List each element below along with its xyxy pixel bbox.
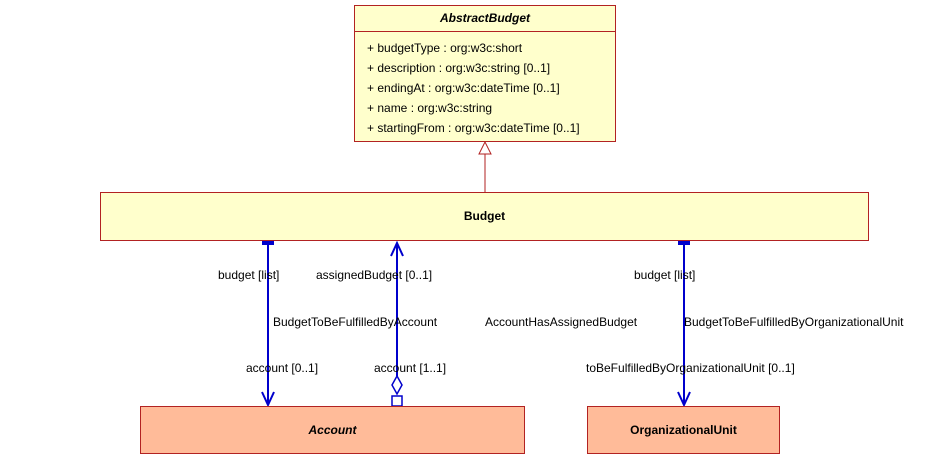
class-name-budget: Budget xyxy=(463,209,506,223)
class-name-account: Account xyxy=(308,423,357,437)
role-label-budget-list-account: budget [list] xyxy=(218,268,280,282)
attribute-name: + name : org:w3c:string xyxy=(367,101,493,115)
association-name-budget-account: BudgetToBeFulfilledByAccount xyxy=(273,315,438,329)
attribute-starting-from: + startingFrom : org:w3c:dateTime [0..1] xyxy=(367,121,580,135)
attribute-description: + description : org:w3c:string [0..1] xyxy=(367,61,551,75)
class-name-abstract-budget: AbstractBudget xyxy=(355,6,615,32)
role-label-account-optional: account [0..1] xyxy=(246,361,319,375)
association-name-budget-orgunit: BudgetToBeFulfilledByOrganizationalUnit xyxy=(684,315,904,329)
association-name-account-assigned-budget: AccountHasAssignedBudget xyxy=(485,315,638,329)
attribute-budget-type: + budgetType : org:w3c:short xyxy=(367,41,523,55)
role-label-budget-list-orgunit: budget [list] xyxy=(634,268,696,282)
association-account-assignedbudget xyxy=(390,240,404,407)
association-budget-orgunit xyxy=(677,240,691,408)
association-budget-account xyxy=(261,240,275,408)
class-name-organizational-unit: OrganizationalUnit xyxy=(630,423,737,437)
class-abstract-budget[interactable]: AbstractBudget + budgetType : org:w3c:sh… xyxy=(354,5,616,142)
class-organizational-unit[interactable]: OrganizationalUnit xyxy=(587,406,780,454)
role-label-account-required: account [1..1] xyxy=(374,361,447,375)
class-budget[interactable]: Budget xyxy=(100,192,869,241)
attribute-ending-at: + endingAt : org:w3c:dateTime [0..1] xyxy=(367,81,560,95)
role-label-assigned-budget: assignedBudget [0..1] xyxy=(316,268,433,282)
role-label-to-be-fulfilled-by-orgunit: toBeFulfilledByOrganizationalUnit [0..1] xyxy=(586,361,795,375)
attribute-list: + budgetType : org:w3c:short + descripti… xyxy=(355,32,615,138)
class-account[interactable]: Account xyxy=(140,406,525,454)
generalization-edge xyxy=(478,140,492,192)
